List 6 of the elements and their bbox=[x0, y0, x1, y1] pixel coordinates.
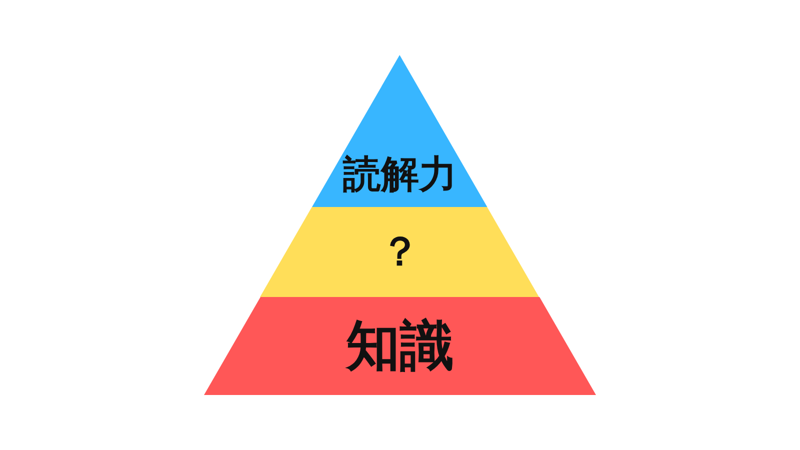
tier-label: ？ bbox=[380, 232, 420, 272]
pyramid-tier bbox=[204, 297, 596, 395]
tier-label: 知識 bbox=[346, 319, 454, 373]
pyramid-tier bbox=[260, 207, 540, 297]
pyramid-tier bbox=[312, 55, 488, 207]
tier-label: 読解力 bbox=[342, 154, 457, 193]
